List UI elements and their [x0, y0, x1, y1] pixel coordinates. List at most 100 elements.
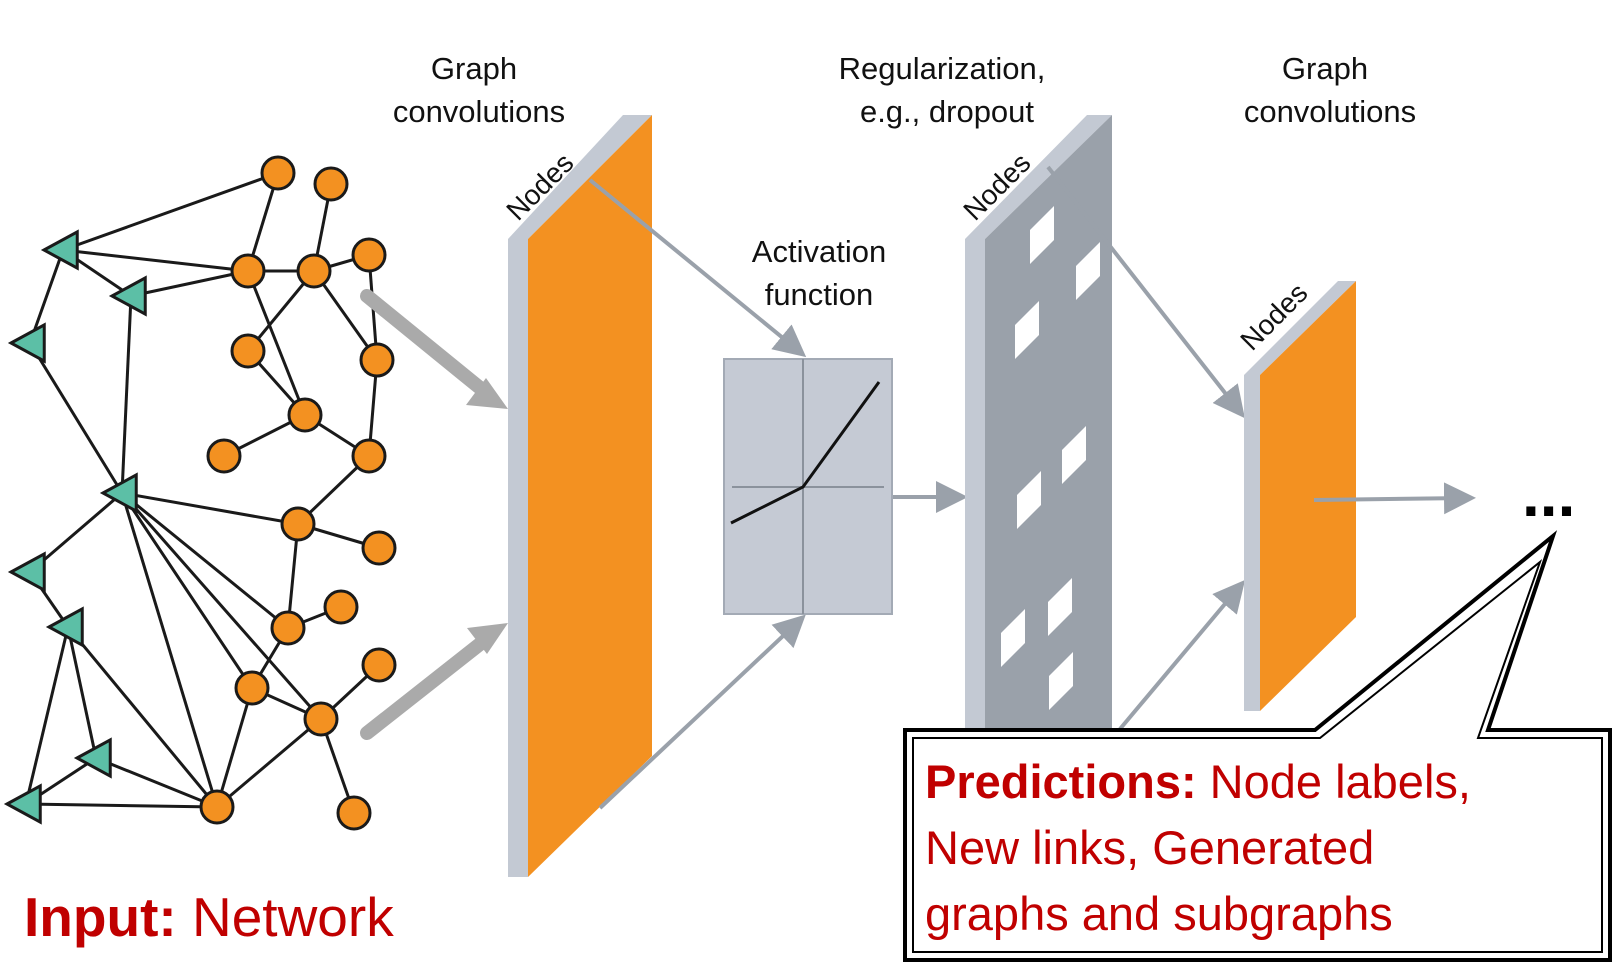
layer1-side	[508, 115, 652, 239]
input-arrow-top	[360, 289, 487, 395]
graph-circle-node	[351, 237, 387, 273]
graph-circle-node	[206, 438, 242, 474]
graph-conv-2-label-line2: convolutions	[1244, 94, 1416, 129]
layer2-edge	[1244, 375, 1260, 711]
graph-edge	[28, 342, 124, 494]
graph-nodes	[3, 155, 397, 831]
arrow-layer1-to-activation-bottom	[598, 614, 806, 810]
graph-edge	[120, 492, 254, 689]
dropout-hole	[1062, 426, 1086, 484]
graph-circle-node	[199, 789, 235, 825]
input-label: Input: Network	[24, 886, 394, 948]
graph-triangle-node	[7, 551, 46, 593]
graph-edge	[62, 171, 279, 252]
graph-circle-node	[287, 397, 323, 433]
regularization-label-line1: Regularization,	[839, 51, 1046, 86]
dropout-side	[965, 115, 1112, 239]
dropout-edge	[965, 239, 985, 729]
activation-function-box	[723, 358, 893, 615]
input-label-key: Input:	[24, 886, 177, 948]
dropout-hole	[1048, 578, 1072, 636]
graph-circle-node	[230, 333, 266, 369]
graph-circle-node	[323, 589, 359, 625]
graph-edge	[216, 717, 322, 809]
graph-triangle-node	[73, 737, 112, 779]
graph-circle-node	[361, 530, 397, 566]
dropout-layer: Nodes	[957, 115, 1112, 729]
layer1-edge	[508, 239, 528, 877]
graph-edge	[24, 626, 70, 805]
arrow-dropout-to-layer2-bottom	[1118, 579, 1246, 731]
arrow-layer2-to-output	[1313, 482, 1476, 515]
regularization-label-line2: e.g., dropout	[860, 94, 1034, 129]
graph-edge	[246, 270, 307, 416]
predictions-line1-rest: Node labels,	[1197, 755, 1471, 808]
predictions-line-2: New links, Generated	[925, 821, 1374, 874]
predictions-line-3: graphs and subgraphs	[925, 887, 1393, 940]
continuation-ellipsis: ...	[1522, 458, 1575, 530]
input-arrow-bottom	[360, 637, 487, 740]
graph-circle-node	[313, 166, 349, 202]
graph-edge	[66, 626, 98, 759]
graph-edge	[130, 269, 249, 298]
input-label-value: Network	[177, 886, 394, 948]
graph-edge	[120, 492, 323, 720]
graph-edges	[24, 171, 381, 814]
graph-edge	[120, 295, 133, 494]
predictions-key: Predictions:	[925, 755, 1197, 808]
graph-triangle-node	[108, 275, 147, 317]
dropout-hole	[1049, 652, 1073, 710]
activation-curve	[730, 381, 881, 525]
graph-circle-node	[336, 795, 372, 831]
graph-triangle-node	[7, 322, 46, 364]
graph-conv-layer-2: Nodes	[1234, 277, 1356, 711]
graph-edge	[25, 802, 218, 809]
dropout-hole	[1001, 609, 1025, 667]
graph-edge	[95, 756, 218, 809]
graph-edge	[121, 491, 299, 526]
layer2-face	[1260, 281, 1356, 711]
predictions-callout: Predictions: Node labels, New links, Gen…	[903, 530, 1612, 962]
graph-edge	[312, 270, 379, 361]
graph-conv-1-label-line2: convolutions	[393, 94, 565, 129]
callout-outer	[903, 530, 1612, 962]
graph-circle-node	[270, 610, 306, 646]
graph-triangle-node	[99, 472, 138, 514]
callout-inner	[912, 559, 1603, 953]
graph-triangle-node	[45, 606, 84, 648]
dropout-hole	[1076, 242, 1100, 300]
graph-circle-node	[296, 253, 332, 289]
activation-label-line1: Activation	[752, 234, 886, 269]
dropout-hole	[1017, 471, 1041, 529]
input-network-graph	[3, 155, 397, 831]
predictions-line-1: Predictions: Node labels,	[925, 755, 1471, 808]
input-arrow-top-head	[466, 378, 508, 409]
graph-circle-node	[361, 647, 397, 683]
graph-circle-node	[260, 155, 296, 191]
graph-circle-node	[359, 342, 395, 378]
graph-edge	[66, 626, 219, 808]
graph-edge	[62, 248, 249, 273]
graph-circle-node	[230, 253, 266, 289]
input-arrows	[360, 289, 508, 740]
graph-edge	[215, 687, 254, 808]
graph-circle-node	[303, 701, 339, 737]
graph-conv-2-label-line1: Graph	[1282, 51, 1368, 86]
arrow-layer1-to-activation-top	[588, 178, 807, 358]
graph-conv-layer-1: Nodes	[500, 115, 652, 877]
graph-triangle-node	[3, 783, 42, 825]
graph-conv-1-label-line1: Graph	[431, 51, 517, 86]
arrow-dropout-to-layer2-top	[1046, 165, 1245, 419]
layer1-face	[528, 115, 652, 877]
graph-circle-node	[351, 438, 387, 474]
graph-edge	[28, 249, 65, 344]
graph-circle-node	[280, 506, 316, 542]
dropout-hole	[1015, 301, 1039, 359]
dropout-hole	[1030, 206, 1054, 264]
graph-edge	[120, 492, 219, 808]
graph-triangle-node	[40, 229, 79, 271]
graph-circle-node	[234, 670, 270, 706]
layer2-side	[1244, 281, 1356, 375]
graph-edge	[121, 491, 289, 630]
